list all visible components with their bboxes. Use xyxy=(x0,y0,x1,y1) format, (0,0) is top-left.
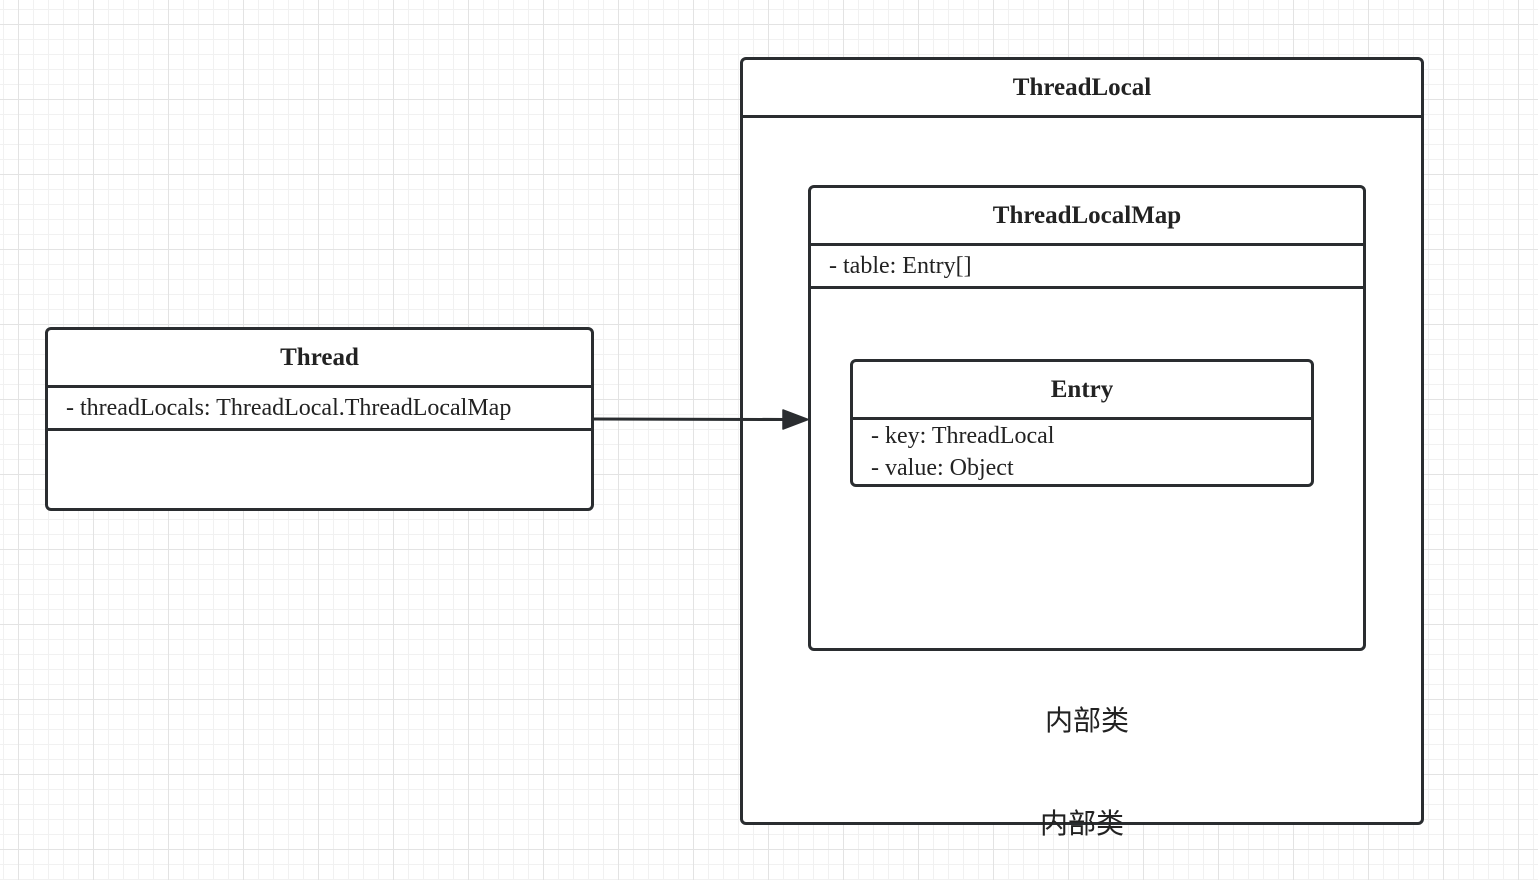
thread-attributes: - threadLocals: ThreadLocal.ThreadLocalM… xyxy=(48,388,591,431)
entry-class-name: Entry xyxy=(853,362,1311,420)
entry-class-box[interactable]: Entry - key: ThreadLocal - value: Object xyxy=(850,359,1314,487)
threadlocalmap-body: 内部类 xyxy=(811,289,1363,737)
thread-methods xyxy=(48,431,591,508)
thread-class-name: Thread xyxy=(48,330,591,388)
entry-attribute-key: - key: ThreadLocal xyxy=(871,423,1055,449)
threadlocalmap-attributes: - table: Entry[] xyxy=(811,246,1363,289)
thread-attribute-threadlocals: - threadLocals: ThreadLocal.ThreadLocalM… xyxy=(66,395,512,421)
threadlocal-inner-class-label: 内部类 xyxy=(1039,807,1124,840)
threadlocalmap-attribute-table: - table: Entry[] xyxy=(829,253,972,279)
thread-class-box[interactable]: Thread - threadLocals: ThreadLocal.Threa… xyxy=(45,327,594,511)
threadlocal-body: 内部类 xyxy=(743,118,1421,840)
entry-attribute-value: - value: Object xyxy=(871,455,1014,481)
entry-attributes: - key: ThreadLocal - value: Object xyxy=(853,420,1311,488)
threadlocal-class-name: ThreadLocal xyxy=(743,60,1421,118)
threadlocalmap-class-name: ThreadLocalMap xyxy=(811,188,1363,246)
threadlocalmap-inner-class-label: 内部类 xyxy=(1044,704,1129,737)
